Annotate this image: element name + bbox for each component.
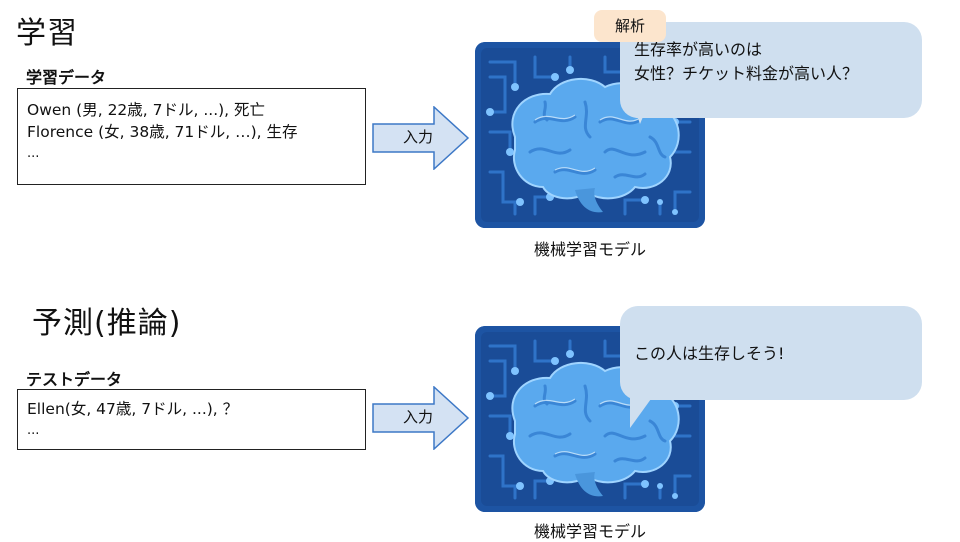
- input-arrow-label: 入力: [402, 128, 433, 146]
- model-caption-prediction: 機械学習モデル: [533, 522, 646, 541]
- prediction-bubble: この人は生存しそう!: [620, 306, 922, 400]
- model-caption-learning: 機械学習モデル: [533, 240, 646, 259]
- prediction-bubble-text: この人は生存しそう!: [634, 344, 785, 363]
- training-row-florence: Florence (女, 38歳, 71ドル, …), 生存: [27, 123, 298, 141]
- bubble-tail-prediction: [630, 392, 656, 428]
- training-data-box: Owen (男, 22歳, 7ドル, ...), 死亡 Florence (女,…: [17, 88, 366, 185]
- input-arrow-learning: 入力: [372, 106, 470, 170]
- training-row-owen: Owen (男, 22歳, 7ドル, ...), 死亡: [27, 101, 266, 119]
- analysis-bubble-line1: 生存率が高いのは: [634, 40, 763, 59]
- training-row-ellipsis: ...: [27, 146, 40, 161]
- analysis-bubble-line2: 女性？チケット料金が高い人？: [634, 64, 859, 83]
- analysis-tag: 解析: [594, 10, 666, 42]
- training-data-label: 学習データ: [26, 68, 107, 87]
- learning-title: 学習: [16, 16, 78, 51]
- input-arrow-label: 入力: [402, 408, 433, 426]
- test-row-ellipsis: ...: [27, 423, 40, 438]
- test-row-ellen: Ellen(女, 47歳, 7ドル, ...), ？: [27, 400, 239, 418]
- input-arrow-prediction: 入力: [372, 386, 470, 450]
- test-data-box: Ellen(女, 47歳, 7ドル, ...), ？ ...: [17, 389, 366, 450]
- test-data-label: テストデータ: [26, 370, 123, 389]
- prediction-title: 予測(推論): [32, 306, 182, 341]
- analysis-bubble: 生存率が高いのは 女性？チケット料金が高い人？: [620, 22, 922, 118]
